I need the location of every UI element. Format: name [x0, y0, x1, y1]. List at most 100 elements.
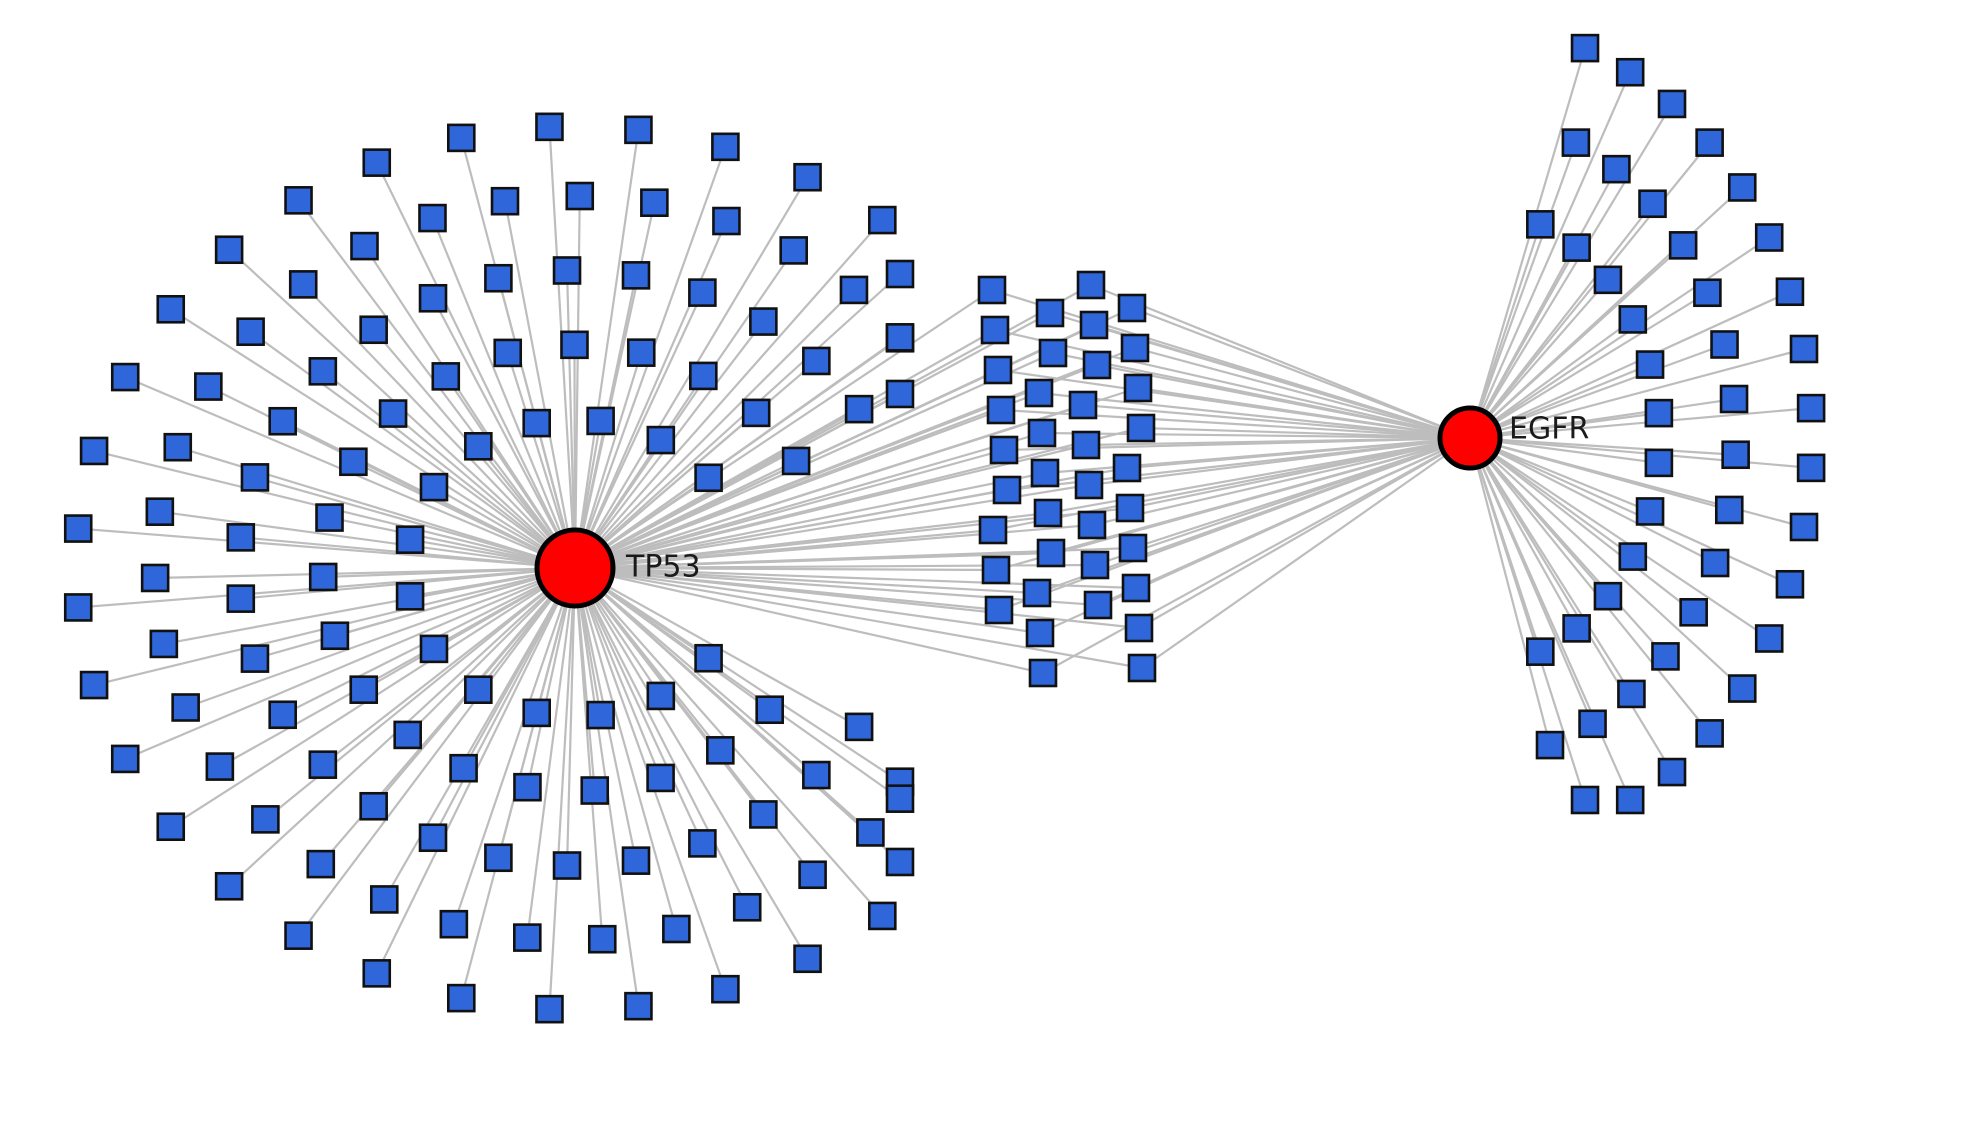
egfr-target-node[interactable] — [1710, 330, 1739, 359]
egfr-target-node[interactable] — [1593, 581, 1623, 611]
tp53-target-node[interactable] — [315, 503, 344, 532]
shared-target-node[interactable] — [986, 395, 1016, 425]
egfr-target-node[interactable] — [1789, 334, 1819, 364]
tp53-target-node[interactable] — [522, 698, 551, 728]
tp53-target-node[interactable] — [369, 885, 399, 914]
tp53-target-node[interactable] — [350, 231, 379, 261]
egfr-target-node[interactable] — [1679, 598, 1708, 627]
egfr-target-node[interactable] — [1526, 637, 1555, 666]
egfr-target-node[interactable] — [1570, 33, 1600, 63]
shared-target-node[interactable] — [1124, 613, 1154, 643]
shared-target-node[interactable] — [1028, 658, 1058, 688]
egfr-target-node[interactable] — [1561, 128, 1591, 157]
tp53-target-node[interactable] — [535, 994, 564, 1024]
tp53-target-node[interactable] — [646, 425, 676, 455]
tp53-target-node[interactable] — [560, 330, 589, 360]
tp53-target-node[interactable] — [621, 261, 651, 290]
shared-target-node[interactable] — [1027, 418, 1057, 448]
shared-target-node[interactable] — [1074, 470, 1104, 500]
egfr-target-node[interactable] — [1657, 757, 1687, 787]
egfr-node[interactable] — [1437, 405, 1503, 471]
tp53-target-node[interactable] — [226, 523, 256, 552]
tp53-target-node[interactable] — [63, 593, 93, 622]
tp53-target-node[interactable] — [431, 362, 461, 391]
shared-target-node[interactable] — [1033, 498, 1063, 528]
tp53-target-node[interactable] — [732, 892, 762, 922]
shared-target-node[interactable] — [1076, 270, 1106, 300]
egfr-target-node[interactable] — [1796, 393, 1826, 423]
tp53-target-node[interactable] — [446, 123, 476, 153]
egfr-target-node[interactable] — [1721, 440, 1750, 470]
tp53-target-node[interactable] — [251, 805, 280, 834]
egfr-target-node[interactable] — [1644, 398, 1674, 428]
egfr-target-node[interactable] — [1615, 785, 1645, 815]
tp53-target-node[interactable] — [802, 346, 831, 376]
tp53-target-node[interactable] — [63, 514, 93, 543]
shared-target-node[interactable] — [992, 475, 1022, 505]
tp53-target-node[interactable] — [885, 784, 915, 813]
tp53-target-node[interactable] — [359, 791, 388, 821]
shared-target-node[interactable] — [1126, 413, 1156, 443]
tp53-target-node[interactable] — [694, 463, 723, 493]
egfr-target-node[interactable] — [1562, 614, 1591, 643]
tp53-target-node[interactable] — [419, 472, 449, 502]
tp53-target-node[interactable] — [712, 206, 741, 236]
shared-target-node[interactable] — [981, 555, 1011, 585]
tp53-target-node[interactable] — [885, 323, 915, 352]
tp53-target-node[interactable] — [624, 991, 653, 1021]
tp53-target-node[interactable] — [308, 357, 338, 386]
tp53-target-node[interactable] — [359, 315, 388, 345]
tp53-target-node[interactable] — [284, 921, 313, 950]
tp53-target-node[interactable] — [793, 944, 822, 974]
tp53-target-node[interactable] — [587, 924, 617, 954]
tp53-target-node[interactable] — [464, 431, 493, 461]
tp53-target-node[interactable] — [378, 399, 408, 428]
tp53-target-node[interactable] — [662, 914, 691, 944]
egfr-target-node[interactable] — [1775, 569, 1805, 599]
shared-target-node[interactable] — [980, 315, 1010, 345]
tp53-target-node[interactable] — [171, 693, 200, 722]
tp53-target-node[interactable] — [156, 294, 186, 324]
egfr-target-node[interactable] — [1593, 265, 1623, 295]
shared-target-node[interactable] — [1038, 338, 1068, 368]
tp53-target-node[interactable] — [140, 563, 170, 593]
tp53-target-node[interactable] — [706, 736, 735, 765]
tp53-target-node[interactable] — [240, 463, 270, 492]
shared-target-node[interactable] — [1123, 373, 1153, 403]
tp53-target-node[interactable] — [626, 338, 656, 367]
shared-target-node[interactable] — [1035, 298, 1065, 328]
egfr-target-node[interactable] — [1668, 231, 1698, 260]
egfr-target-node[interactable] — [1602, 154, 1631, 184]
shared-target-node[interactable] — [1024, 378, 1054, 408]
shared-target-node[interactable] — [1079, 310, 1109, 340]
shared-target-node[interactable] — [1022, 578, 1052, 608]
egfr-target-node[interactable] — [1578, 709, 1607, 739]
egfr-target-node[interactable] — [1727, 173, 1757, 202]
tp53-target-node[interactable] — [362, 959, 392, 988]
tp53-target-node[interactable] — [79, 670, 109, 700]
hub-tp53[interactable]: TP53 — [534, 527, 701, 609]
egfr-target-node[interactable] — [1535, 730, 1565, 760]
tp53-target-node[interactable] — [490, 186, 520, 216]
tp53-target-node[interactable] — [646, 681, 676, 711]
tp53-target-node[interactable] — [449, 753, 478, 783]
shared-target-node[interactable] — [1036, 538, 1066, 568]
egfr-target-node[interactable] — [1695, 128, 1724, 157]
tp53-target-node[interactable] — [194, 372, 223, 401]
tp53-target-node[interactable] — [580, 776, 610, 805]
shared-target-node[interactable] — [1115, 493, 1145, 523]
tp53-target-node[interactable] — [320, 621, 350, 651]
egfr-target-node[interactable] — [1638, 189, 1667, 219]
shared-target-node[interactable] — [1068, 390, 1098, 420]
shared-target-node[interactable] — [1121, 573, 1151, 603]
egfr-target-node[interactable] — [1775, 277, 1805, 307]
egfr-target-node[interactable] — [1657, 89, 1687, 119]
tp53-target-node[interactable] — [110, 362, 140, 392]
tp53-target-node[interactable] — [288, 270, 318, 299]
egfr-target-node[interactable] — [1754, 223, 1784, 252]
tp53-target-node[interactable] — [362, 148, 392, 177]
tp53-target-node[interactable] — [446, 983, 476, 1013]
shared-target-node[interactable] — [1071, 430, 1101, 460]
tp53-target-node[interactable] — [868, 901, 897, 931]
tp53-target-node[interactable] — [839, 275, 869, 305]
